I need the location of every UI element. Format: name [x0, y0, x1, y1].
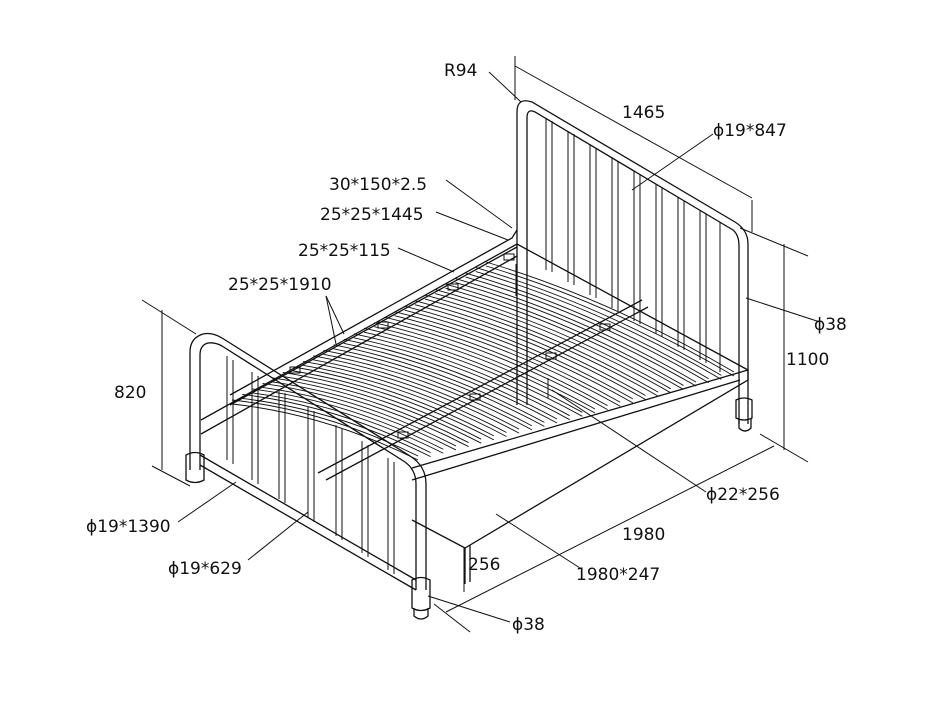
- slat-line: [272, 377, 469, 443]
- label-radius: R94: [444, 61, 477, 81]
- side-rails: [200, 229, 749, 584]
- slat-line: [404, 305, 634, 400]
- dimension-labels: R94 1465 ϕ19*847 30*150*2.5 25*25*1445 2…: [86, 61, 847, 635]
- slat-line: [465, 272, 709, 380]
- slat-line: [343, 342, 558, 424]
- label-support-tube: 25*25*115: [298, 241, 391, 261]
- label-under-height: 256: [468, 555, 500, 575]
- slat-line: [384, 320, 608, 410]
- label-length: 1980: [622, 525, 665, 545]
- label-leg: ϕ22*256: [706, 485, 780, 505]
- slat-line: [333, 344, 545, 423]
- slat-line: [404, 309, 634, 404]
- slat-line: [313, 359, 520, 434]
- slat-line: [363, 327, 583, 413]
- slat-line: [363, 331, 583, 417]
- label-centre-rail: 25*25*1910: [228, 275, 332, 295]
- slat-line: [435, 293, 672, 394]
- headboard: [516, 100, 753, 432]
- slat-line: [353, 337, 570, 421]
- slat-line: [333, 348, 545, 427]
- slat-line: [242, 394, 431, 454]
- slat-group: [231, 261, 735, 461]
- slat-line: [272, 381, 469, 447]
- label-foot-top-bar: ϕ19*1390: [86, 517, 171, 537]
- slat-line: [343, 338, 558, 420]
- slat-line: [455, 278, 697, 383]
- slat-line: [231, 399, 419, 457]
- slat-line: [394, 311, 621, 403]
- slat-line: [414, 304, 646, 400]
- slat-line: [445, 287, 684, 390]
- label-width: 1465: [622, 103, 665, 123]
- label-cross-tube: 25*25*1445: [320, 205, 424, 225]
- slat-line: [424, 298, 659, 397]
- slat-line: [424, 294, 659, 393]
- slat-line: [394, 315, 621, 407]
- slat-line: [465, 276, 709, 384]
- slat-line: [323, 353, 532, 431]
- centre-rail: [289, 253, 649, 481]
- label-head-bar: ϕ19*847: [713, 121, 787, 141]
- slat-line: [435, 289, 672, 390]
- label-side-slat-bar: 30*150*2.5: [329, 175, 427, 195]
- dimension-lines: [141, 56, 821, 633]
- slat-line: [252, 392, 444, 454]
- label-foot-height: 820: [114, 383, 146, 403]
- slat-line: [485, 265, 735, 377]
- slat-line: [323, 349, 532, 427]
- slat-line: [445, 283, 684, 386]
- label-foot-post: ϕ38: [512, 615, 545, 635]
- slat-line: [475, 271, 722, 380]
- slat-line: [303, 360, 507, 433]
- label-foot-bar: ϕ19*629: [168, 559, 242, 579]
- footboard: [185, 332, 431, 620]
- slat-line: [374, 326, 596, 414]
- label-head-post: ϕ38: [814, 315, 847, 335]
- slat-line: [455, 282, 697, 387]
- slat-line: [374, 322, 596, 410]
- slat-line: [384, 316, 608, 406]
- slat-line: [485, 261, 735, 373]
- slat-line: [262, 386, 457, 451]
- slat-line: [292, 366, 495, 437]
- slat-line: [313, 355, 520, 430]
- slat-line: [292, 370, 495, 441]
- slat-line: [252, 388, 444, 450]
- slat-line: [231, 403, 419, 461]
- slat-line: [282, 375, 482, 444]
- slat-line: [475, 267, 722, 376]
- slat-line: [282, 371, 482, 440]
- slat-line: [414, 300, 646, 396]
- label-side-rail: 1980*247: [576, 565, 660, 585]
- slat-line: [353, 333, 570, 417]
- label-head-height: 1100: [786, 350, 829, 370]
- slat-line: [303, 364, 507, 437]
